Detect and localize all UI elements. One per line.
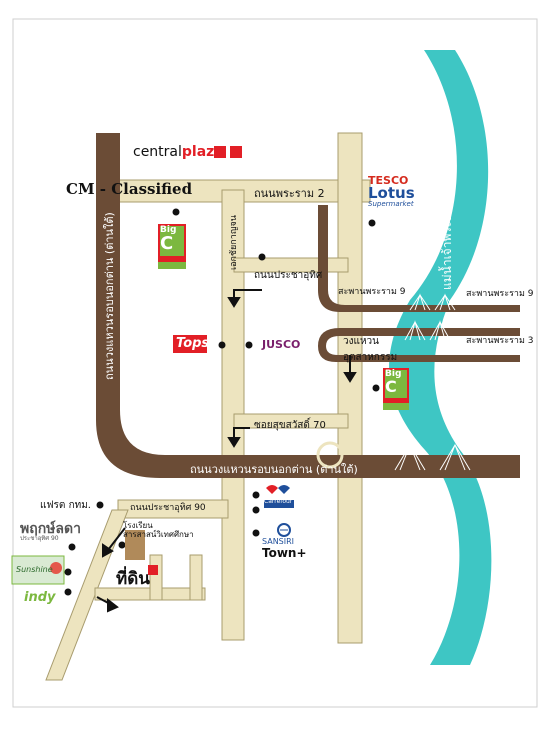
school-photo [125,530,145,560]
road-label-pracha-uthit-90: ถนนประชาอุทิศ 90 [130,503,206,513]
road-label-kanchana: เอกชัยกาญจน [229,215,239,270]
location-dots [64,208,380,596]
sunshine-logo [11,555,65,585]
bridge-label-rama3: สะพานพระราม 3 [466,336,534,346]
road-label-rama2: ถนนพระราม 2 [254,187,325,200]
central-logo-mark [214,146,226,158]
road-label-ring-bottom: ถนนวงแหวนรอบนอกต่าน (ต่านใต้) [190,463,358,476]
route-arrows [96,289,357,613]
bigc-logo-1 [158,224,186,269]
bridge-ring [394,443,471,471]
site-marker [148,565,158,575]
jusco-text: JUSCO [262,338,301,351]
tesco-lotus-logo: TESCO Lotus Supermarket [368,174,415,208]
bigc-logo-2 [383,368,409,410]
carrefour-text: Carrefour [264,498,293,505]
carrefour-logo [264,485,294,508]
road-label-soi-70: ซอยสุขสวัสดิ์ 70 [254,420,326,431]
sansiri-icon [277,523,291,537]
tops-text: Tops [176,336,210,351]
header-title: CM - Classified [66,180,193,198]
sansiri-logo: SANSIRI Town+ [262,537,307,560]
road-label-utsahakam: อุตสาหกรรม [343,352,398,363]
bigc-1-text: Big C [160,225,177,254]
fresh-market-label: แฟรต กทม. [40,500,91,511]
road-pracha-uthit-90 [117,499,229,519]
road-label-ring-vertical: ถนนวงแหวนรอบนอกต่าน (ต่านใต้) [103,212,116,380]
sunshine-text: Sunshine [16,565,53,574]
road-soi-70 [233,413,349,429]
pruksa-logo: พฤกษ์ลดา ประชาอุทิศ 90 [20,521,81,542]
chao-phraya-river [389,50,492,665]
bridge-rama9 [404,293,456,341]
road-suksawat [337,132,363,644]
central-plaza-logo: centralplaza [133,144,224,160]
bridge-label-rama9-right: สะพานพระราม 9 [466,289,534,299]
road-label-ring-junction: วงแหวน [343,336,379,347]
bigc-2-text: Big C [385,369,402,396]
site-label: ที่ดิน [116,569,150,589]
indy-text: indy [24,590,56,605]
river-label-top: แม่น้ำเจ้าพระยา [440,206,454,290]
road-label-pracha-uthit: ถนนประชาอุทิศ [254,270,323,281]
river-label-bottom: แม่น้ำเจ้าพระยา [442,516,456,600]
school-label: โรงเรียน สารสาสน์วิเทศศึกษา [123,521,194,539]
bridge-label-rama9-left: สะพานพระราม 9 [338,287,406,297]
tops-logo [173,335,207,353]
junction-circle [316,441,344,469]
